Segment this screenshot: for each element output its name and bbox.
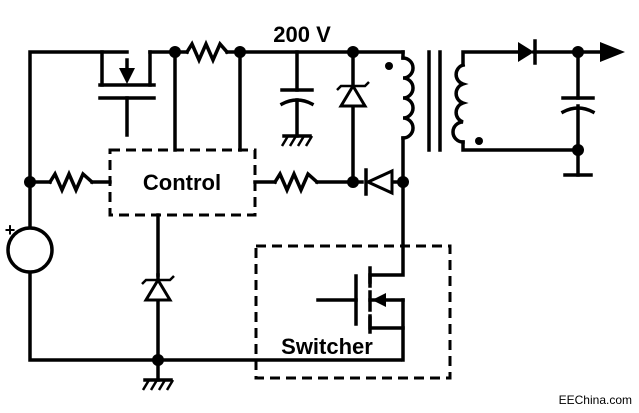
control-box	[108, 148, 257, 217]
startup-mosfet	[98, 50, 156, 100]
secondary-winding	[451, 62, 469, 144]
resistor-left	[47, 169, 95, 195]
wires	[28, 50, 602, 382]
switcher-mosfet	[316, 266, 405, 334]
switcher-box	[254, 244, 452, 380]
diode-horizontal	[364, 168, 394, 196]
voltage-source	[6, 226, 54, 274]
capacitor-200v	[279, 88, 315, 107]
junction-dots	[24, 46, 584, 366]
output-diode	[518, 39, 537, 65]
transformer	[385, 50, 483, 152]
ground-symbol-cap	[280, 134, 314, 147]
output-arrow	[600, 42, 625, 62]
voltage-label: 200 V	[273, 22, 331, 47]
primary-winding	[401, 56, 415, 140]
control-label: Control	[143, 170, 221, 195]
watermark: EEChina.com	[559, 393, 632, 407]
zener-diode-control	[141, 273, 175, 302]
source-polarity-mark: +	[5, 220, 16, 240]
zener-diode-clamp	[336, 81, 370, 108]
resistor-right	[272, 169, 320, 195]
switcher-label: Switcher	[281, 334, 373, 359]
output-capacitor	[560, 96, 596, 177]
ground-symbol-bottom	[141, 378, 175, 391]
resistor-top	[184, 39, 230, 65]
